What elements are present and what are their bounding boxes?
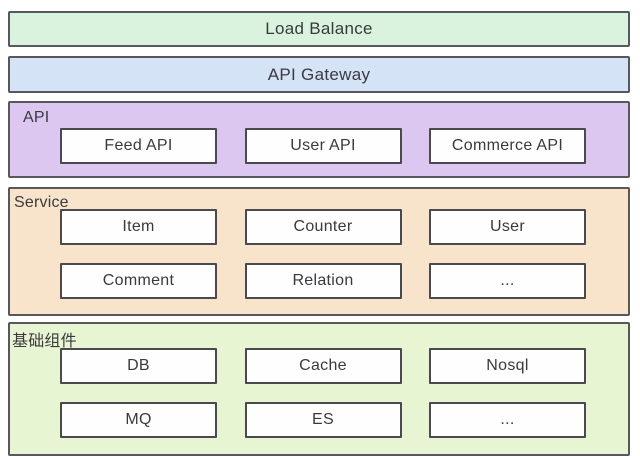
band-api: API Feed API User API Commerce API [8, 101, 630, 178]
band-service: Service Item Counter User Comment Relati… [8, 187, 630, 316]
band-api-label: API [23, 109, 50, 126]
node-commerce-api: Commerce API [429, 128, 586, 164]
api-row: Feed API User API Commerce API [60, 128, 586, 164]
node-relation: Relation [244, 263, 402, 299]
node-es: ES [244, 402, 402, 438]
band-api-gateway-label: API Gateway [267, 64, 371, 84]
node-user-api-label: User API [290, 137, 356, 154]
node-feed-api-label: Feed API [104, 137, 173, 154]
node-infra-more-label: ... [500, 411, 515, 428]
band-api-gateway: API Gateway [8, 56, 630, 93]
node-nosql: Nosql [429, 348, 586, 384]
band-service-label: Service [14, 194, 69, 211]
band-load-balance: Load Balance [8, 11, 630, 47]
node-cache: Cache [244, 348, 402, 384]
node-commerce-api-label: Commerce API [451, 137, 564, 154]
node-infra-more: ... [429, 402, 586, 438]
node-comment: Comment [60, 263, 217, 299]
node-db: DB [60, 348, 217, 384]
node-relation-label: Relation [292, 272, 354, 289]
node-counter-label: Counter [293, 218, 353, 235]
node-db-label: DB [127, 357, 150, 374]
node-user-api: User API [244, 128, 402, 164]
node-counter: Counter [244, 209, 402, 245]
node-feed-api: Feed API [60, 128, 217, 164]
service-row-2: Comment Relation ... [60, 263, 586, 299]
node-es-label: ES [312, 411, 334, 428]
infra-row-2: MQ ES ... [60, 402, 586, 438]
node-comment-label: Comment [102, 272, 175, 289]
node-user-label: User [490, 218, 525, 235]
node-mq: MQ [60, 402, 217, 438]
node-mq-label: MQ [125, 411, 152, 428]
band-base-components: 基础组件 DB Cache Nosql MQ ES ... [8, 322, 630, 456]
node-nosql-label: Nosql [486, 357, 529, 374]
node-user: User [429, 209, 586, 245]
node-item: Item [60, 209, 217, 245]
architecture-diagram: Load Balance API Gateway API Feed API Us… [8, 11, 630, 456]
node-service-more-label: ... [500, 272, 515, 289]
band-base-components-label: 基础组件 [12, 333, 77, 350]
infra-row-1: DB Cache Nosql [60, 348, 586, 384]
node-cache-label: Cache [299, 357, 347, 374]
service-row-1: Item Counter User [60, 209, 586, 245]
node-service-more: ... [429, 263, 586, 299]
band-load-balance-label: Load Balance [265, 19, 373, 38]
node-item-label: Item [122, 218, 155, 235]
